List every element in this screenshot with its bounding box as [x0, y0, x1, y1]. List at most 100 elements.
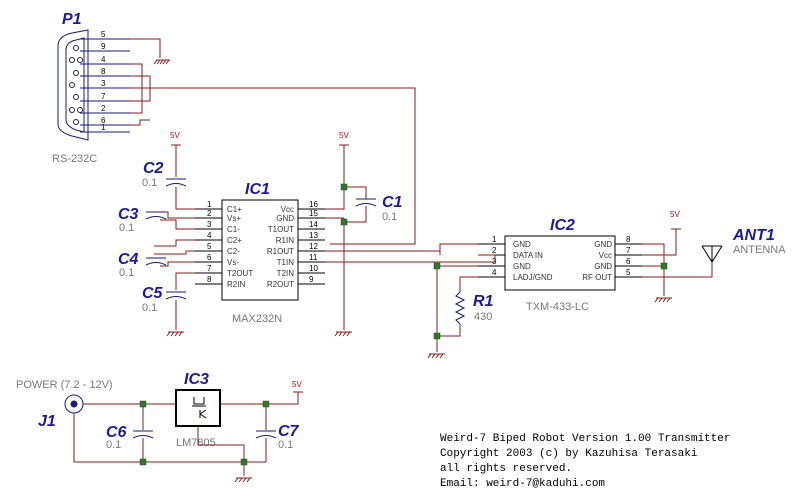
- p1-pin-8: 8: [101, 67, 106, 76]
- c1-ref: C1: [382, 194, 403, 211]
- c3-ref: C3: [118, 206, 139, 223]
- c6-capacitor: [132, 430, 154, 439]
- ic1-value: MAX232N: [232, 313, 282, 325]
- ic2-vcc-label: 5V: [670, 210, 680, 219]
- ic1-pin-label-7: T2OUT: [227, 269, 253, 278]
- c6-value: 0.1: [106, 439, 121, 451]
- ic2-body: [504, 235, 616, 291]
- ic1-pin-label-9: R2OUT: [267, 280, 294, 289]
- antenna-icon: [701, 245, 723, 263]
- c3-value: 0.1: [119, 222, 134, 234]
- c7-ref: C7: [278, 423, 300, 440]
- ic2-pin-num-6: 6: [626, 257, 631, 266]
- c2-value: 0.1: [142, 177, 157, 189]
- p1-ref: P1: [62, 11, 82, 28]
- p1-pin-6: 6: [101, 116, 106, 125]
- ic2-pin-label-8: GND: [594, 240, 612, 249]
- ant1-value: ANTENNA: [733, 244, 786, 256]
- ic1-pin-label-10: T2IN: [277, 269, 295, 278]
- ic3-value: LM7805: [176, 437, 216, 449]
- ic2-value: TXM-433-LC: [526, 301, 589, 313]
- p1-pin-circles: [69, 45, 83, 125]
- ic2-pin-label-6: GND: [594, 262, 612, 271]
- ic1-body: [221, 199, 299, 301]
- ic2-pin-label-2: DATA IN: [513, 251, 543, 260]
- note-line-4: Email: weird-7@kaduhi.com: [440, 478, 605, 490]
- ic1-pin-num-15: 15: [309, 209, 318, 218]
- ic2-pin-label-3: GND: [513, 262, 531, 271]
- ground-symbol-regulator: [234, 477, 252, 483]
- p1-pin-9: 9: [101, 42, 106, 51]
- p1-pin-lines: [80, 38, 130, 133]
- p1-pin-5: 5: [101, 30, 106, 39]
- note-line-1: Weird-7 Biped Robot Version 1.00 Transmi…: [440, 433, 730, 445]
- c1-value: 0.1: [382, 211, 397, 223]
- reg-out-power-label: 5V: [292, 380, 302, 389]
- ic1-pin-label-13: R1IN: [276, 236, 294, 245]
- c7-value: 0.1: [278, 439, 293, 451]
- ic1-pin-num-14: 14: [309, 220, 318, 229]
- j1-value: POWER (7.2 - 12V): [16, 379, 113, 391]
- ic1-pin-num-6: 6: [207, 253, 212, 262]
- p1-pin-3: 3: [101, 79, 106, 88]
- c1-top-power-label: 5V: [339, 131, 349, 140]
- ic1-pin-num-12: 12: [309, 242, 318, 251]
- c5-value: 0.1: [142, 302, 157, 314]
- ic1-pin-num-9: 9: [309, 275, 314, 284]
- p1-wires: [130, 38, 416, 245]
- ic2-pin-label-1: GND: [513, 240, 531, 249]
- ic1-pin-label-15: GND: [276, 214, 294, 223]
- ant1-ref: ANT1: [732, 227, 775, 244]
- ic1-pin-label-3: C1-: [227, 225, 240, 234]
- regulator-icon: [192, 397, 207, 419]
- title-block: Weird-7 Biped Robot Version 1.00 Transmi…: [440, 433, 730, 490]
- ic2-pin-num-1: 1: [492, 235, 497, 244]
- ic1-pin-num-3: 3: [207, 220, 212, 229]
- ic1-pin-num-1: 1: [207, 200, 212, 209]
- p1-connector: 5 9 4 8 3 7 2 6 1: [57, 29, 130, 141]
- ic3-ref: IC3: [184, 371, 209, 388]
- ic1-pin-label-14: T1OUT: [268, 225, 294, 234]
- ic1-pin-num-2: 2: [207, 209, 212, 218]
- p1-pin-7: 7: [101, 92, 106, 101]
- c2-capacitor: [165, 178, 187, 187]
- p1-pin-1: 1: [101, 123, 106, 132]
- ic1-right-pins: 16 15 14 13 12 11 10 9 Vcc GND T1OUT R1I…: [267, 200, 325, 289]
- note-line-2: Copyright 2003 (c) by Kazuhisa Terasaki: [440, 448, 698, 460]
- ic1-pin-num-16: 16: [309, 200, 318, 209]
- r1-resistor: [454, 291, 466, 325]
- p1-value: RS-232C: [52, 153, 97, 165]
- c5-capacitor: [165, 291, 187, 300]
- c7-capacitor: [255, 430, 277, 439]
- ic2-pin-num-4: 4: [492, 268, 497, 277]
- ic2-pin-label-5: RF OUT: [582, 273, 612, 282]
- c4-value: 0.1: [119, 267, 134, 279]
- ic3-body: [175, 389, 221, 427]
- ic1-pin-label-11: T1IN: [277, 258, 295, 267]
- ic1-pin-label-4: C2+: [227, 236, 242, 245]
- ic1-pin-num-11: 11: [309, 253, 318, 262]
- ic1-pin-num-4: 4: [207, 231, 212, 240]
- junction-dots-power: [139, 400, 270, 466]
- ic1-pin-label-16: Vcc: [281, 205, 294, 214]
- r1-ref: R1: [473, 293, 494, 310]
- junction-dots-ic2: [433, 262, 668, 340]
- ic1-pin-label-1: C1+: [227, 205, 242, 214]
- p1-ground-symbol: [153, 59, 170, 65]
- ic2-ref: IC2: [550, 217, 575, 234]
- ic1-pin-label-12: R1OUT: [267, 247, 294, 256]
- ic1-pin-num-8: 8: [207, 275, 212, 284]
- p1-pin-2: 2: [101, 104, 106, 113]
- note-line-3: all rights reserved.: [440, 463, 572, 475]
- ic1-pin-num-5: 5: [207, 242, 212, 251]
- ground-symbols-ic2: [427, 297, 672, 359]
- c4-ref: C4: [118, 251, 139, 268]
- ic1-vcc-label: 5V: [170, 131, 180, 140]
- ic1-pin-num-13: 13: [309, 231, 318, 240]
- c4-capacitor: [145, 257, 167, 266]
- ic2-pin-num-7: 7: [626, 246, 631, 255]
- ic1-wires: [154, 145, 495, 330]
- c5-ref: C5: [142, 285, 164, 302]
